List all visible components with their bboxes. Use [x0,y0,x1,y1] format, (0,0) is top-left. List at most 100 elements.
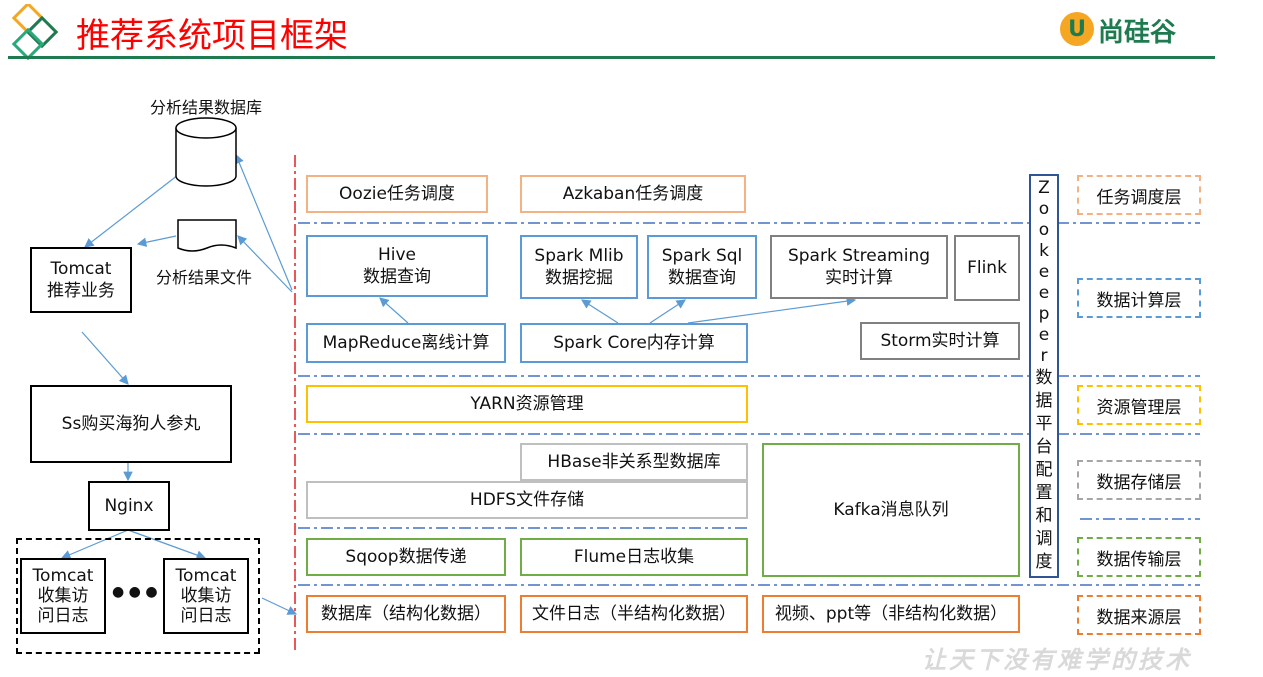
zk-letter-8: e [1038,325,1050,345]
hdfs-box: HDFS文件存储 [306,481,748,519]
arrow-core-to-mlib [580,299,619,324]
source-log-box: 文件日志（半结构化数据） [520,595,748,633]
zk-letter-9: r [1040,346,1048,366]
hbase-label: HBase非关系型数据库 [547,452,721,472]
tomcat-recommend-line1: Tomcat [50,259,112,279]
zk-char-9: 度 [1035,552,1053,572]
tomcat-log2-line1: Tomcat [175,566,237,586]
result-file-label: 分析结果文件 [156,268,253,287]
hive-box: Hive 数据查询 [306,235,488,297]
database-cylinder-icon [175,117,237,187]
zk-char-8: 调 [1035,529,1053,549]
spark-sql-line2: 数据查询 [668,268,736,288]
hbase-box: HBase非关系型数据库 [520,443,748,481]
arrow-db-to-tomcat [84,174,179,248]
arrow-nginx-to-log1 [60,529,129,560]
azkaban-label: Azkaban任务调度 [562,184,704,204]
zk-char-5: 配 [1035,460,1053,480]
spark-streaming-line2: 实时计算 [825,268,893,288]
arrow-log-to-source [261,597,298,615]
zk-letter-5: e [1038,262,1050,282]
hdfs-label: HDFS文件存储 [469,490,585,510]
zookeeper-box: Z o o k e e p e r 数 据 平 台 配 置 和 调 度 [1029,174,1059,578]
flink-box: Flink [954,235,1020,301]
kafka-label: Kafka消息队列 [833,500,949,520]
zk-char-7: 和 [1035,506,1053,526]
zk-letter-3: o [1038,220,1050,240]
tomcat-recommend-line2: 推荐业务 [47,281,115,301]
zk-char-3: 平 [1035,414,1053,434]
layer-source: 数据来源层 [1077,595,1201,635]
tomcat-log2-line2: 收集访 [180,586,232,606]
layer-transfer-label: 数据传输层 [1096,549,1182,570]
source-video-box: 视频、ppt等（非结构化数据） [762,595,1020,633]
layer-schedule: 任务调度层 [1077,175,1201,215]
arrow-file-to-tomcat [136,235,177,247]
result-database-label: 分析结果数据库 [150,98,263,117]
arrow-platform-to-db [234,153,293,291]
zk-char-2: 据 [1035,391,1053,411]
layer-storage-label: 数据存储层 [1096,472,1182,493]
spark-mlib-line1: Spark Mlib [534,246,624,266]
yarn-label: YARN资源管理 [470,394,584,414]
tomcat-log-box-2: Tomcat 收集访 问日志 [163,558,249,634]
zk-letter-4: k [1039,241,1049,261]
sqoop-label: Sqoop数据传递 [345,547,467,567]
tomcat-log1-line1: Tomcat [32,566,94,586]
tomcat-log1-line3: 问日志 [37,606,89,626]
layer-source-label: 数据来源层 [1096,607,1182,628]
kafka-box: Kafka消息队列 [762,443,1020,577]
nginx-label: Nginx [104,496,154,516]
yarn-box: YARN资源管理 [306,385,748,423]
source-database-box: 数据库（结构化数据） [306,595,506,633]
zk-char-1: 数 [1035,368,1053,388]
arrow-core-to-sql [649,299,687,324]
arrow-tomcat-to-mall [81,331,129,385]
mapreduce-box: MapReduce离线计算 [306,323,506,363]
spark-core-box: Spark Core内存计算 [520,323,748,363]
mapreduce-label: MapReduce离线计算 [322,333,490,353]
spark-streaming-box: Spark Streaming 实时计算 [770,235,948,299]
ellipsis-dots: ● ● ● [112,584,158,600]
brand-logo-letter: U [1068,16,1086,42]
spark-sql-box: Spark Sql 数据查询 [647,235,757,299]
tomcat-log2-line3: 问日志 [180,606,232,626]
layer-storage: 数据存储层 [1077,460,1201,500]
zk-letter-2: o [1038,199,1050,219]
zk-char-6: 置 [1035,483,1053,503]
brand-logo-icon: U [1060,12,1094,46]
tomcat-log-box-1: Tomcat 收集访 问日志 [20,558,106,634]
source-database-label: 数据库（结构化数据） [321,604,491,624]
layer-resource-label: 资源管理层 [1096,397,1182,418]
arrow-core-to-streaming [687,296,857,324]
source-video-label: 视频、ppt等（非结构化数据） [774,604,1008,624]
oozie-label: Oozie任务调度 [339,184,455,204]
spark-mlib-line2: 数据挖掘 [545,268,613,288]
log-collectors-group [16,538,260,654]
tomcat-log1-line2: 收集访 [37,586,89,606]
hive-line2: 数据查询 [363,267,431,287]
source-log-label: 文件日志（半结构化数据） [532,604,736,624]
tomcat-recommend-box: Tomcat 推荐业务 [30,247,132,313]
zk-letter-7: p [1038,304,1050,324]
spark-core-label: Spark Core内存计算 [553,333,715,353]
arrow-mr-to-hive [379,297,409,324]
mall-app-box: Ss购买海狗人参丸 [30,385,232,463]
storm-label: Storm实时计算 [880,331,1000,351]
mall-app-label: Ss购买海狗人参丸 [61,414,201,434]
spark-sql-line1: Spark Sql [661,246,743,266]
spark-mlib-box: Spark Mlib 数据挖掘 [520,235,638,299]
nginx-box: Nginx [88,481,170,531]
hive-line1: Hive [377,245,417,265]
azkaban-box: Azkaban任务调度 [520,175,746,213]
zk-letter-1: Z [1038,178,1050,198]
header-logo-diamonds [6,1,66,61]
zk-char-4: 台 [1035,437,1053,457]
arrow-platform-to-file [237,235,293,293]
layer-resource: 资源管理层 [1077,385,1201,425]
page-title: 推荐系统项目框架 [76,16,348,56]
storm-box: Storm实时计算 [860,322,1020,360]
layer-schedule-label: 任务调度层 [1096,187,1182,208]
layer-transfer: 数据传输层 [1077,537,1201,577]
